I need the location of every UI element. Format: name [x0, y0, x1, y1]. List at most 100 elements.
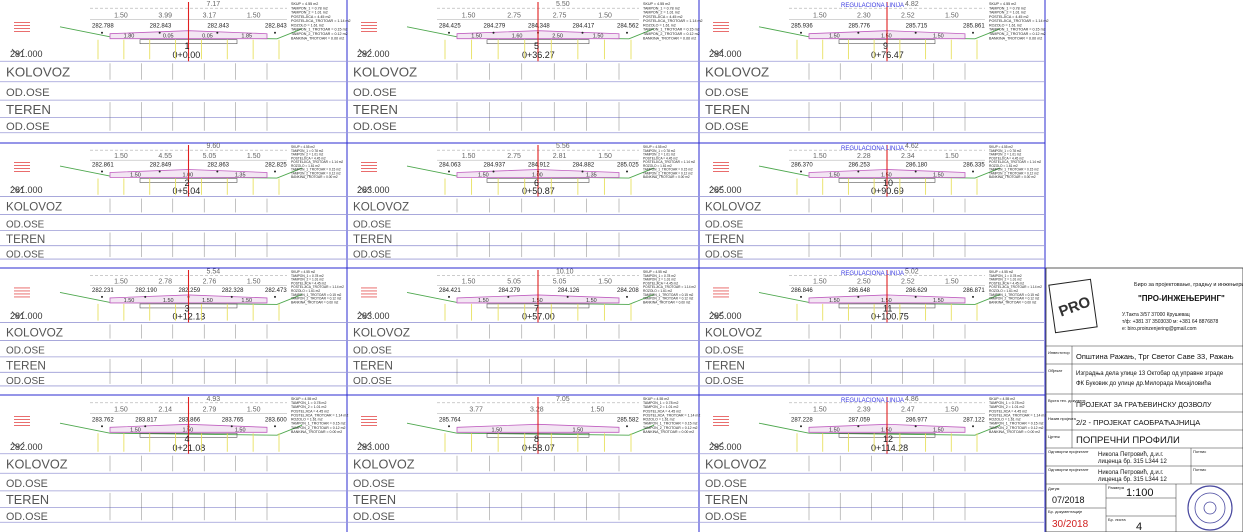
quantity-line: SKUP = 4.55 m2 [643, 397, 669, 401]
elevation-label: 282.863 [207, 162, 229, 168]
firm-phone: т/ф: +381 37 3503030 м: +381 64 8876878 [1122, 319, 1219, 325]
dimension-value: 1.50 [813, 278, 827, 285]
quantity-line: SKUP = 4.55 m2 [291, 145, 315, 149]
quantity-line: BANKINA_TROTOAR = 0.00 m2 [643, 175, 690, 179]
quantity-line: BANKINA_TROTOAR = 0.00 m2 [643, 430, 694, 434]
slope-label: 1.50 [586, 298, 597, 304]
quantity-line: TAMPON_2 = 1.01 m2 [643, 405, 678, 409]
slope-label: 2.50 [552, 34, 563, 40]
band-label: OD.OSE [705, 249, 744, 260]
title-block-field-label: Цртеж [1048, 434, 1060, 439]
quantity-line: TAMPON_1_TROTOAR = 0.15 m2 [291, 168, 341, 172]
elevation-point [972, 295, 974, 298]
quantity-line: ROZOLO = 1.61 m2 [291, 164, 320, 168]
datum-grid-icon [361, 22, 377, 32]
quantity-line: TAMPON_1 = 0.78 m2 [291, 6, 328, 10]
profile-number: 3 [185, 304, 190, 314]
dimension-value: 3.17 [203, 12, 217, 19]
profile-station: 0+50.87 [522, 186, 555, 196]
quantity-line: POSTELJICA_TROTOAR = 1.14 m2 [291, 160, 343, 164]
quantity-line: TAMPON_1 = 0.78 m2 [291, 274, 324, 278]
slope-label: 1.50 [163, 298, 174, 304]
band-label: TEREN [705, 492, 748, 507]
datum-arrow-icon [358, 311, 372, 319]
quantity-line: TAMPON_1_TROTOAR = 0.15 m2 [989, 422, 1044, 426]
title-block-field-value: 2/2 - ПРОЈЕКАТ САОБРАЋАЈНИЦА [1076, 418, 1200, 427]
elevation-point [448, 31, 450, 34]
quantity-line: TAMPON_2 = 1.01 m2 [989, 278, 1022, 282]
title-block-field-label: Инвеститор [1048, 350, 1070, 355]
quantity-line: SKUP = 4.55 m2 [989, 270, 1013, 274]
datum-grid-icon [14, 22, 30, 32]
slope-label: 1.50 [593, 34, 604, 40]
total-width: 5.56 [556, 143, 570, 150]
profile-7: KOLOVOZOD.OSETERENOD.OSE283.00010.101.50… [347, 268, 699, 387]
dimension-value: 2.78 [158, 278, 172, 285]
title-block-field-value: ПРОЈЕКАТ ЗА ГРАЂЕВИНСКУ ДОЗВОЛУ [1076, 402, 1212, 409]
datum-label: 282.000 [10, 442, 43, 452]
band-label: OD.OSE [705, 346, 744, 357]
band-label: OD.OSE [353, 121, 397, 133]
slope-label: 1.60 [512, 34, 523, 40]
total-width: 7.17 [207, 1, 221, 8]
elevation-point [101, 425, 103, 428]
quantity-line: BANKINA_TROTOAR = 0.00 m2 [989, 300, 1037, 304]
elevation-label: 283.762 [92, 417, 114, 423]
quantity-line: TAMPON_2_TROTOAR = 0.12 m2 [989, 297, 1040, 301]
slope-label: 1.50 [829, 298, 840, 304]
band-label: KOLOVOZ [705, 65, 769, 80]
profile-station: 0+5.04 [173, 186, 201, 196]
quantity-line: POSTELJICA = 4.45 m2 [989, 15, 1029, 19]
document-number: 30/2018 [1052, 519, 1089, 530]
author-name: Никола Петровић, д.и.г. [1098, 470, 1164, 476]
slope-label: 1.50 [478, 172, 489, 178]
regulation-line-label: REGULACIONA LINIJA [841, 398, 904, 404]
designer-name: Никола Петровић, д.и.г. [1098, 452, 1164, 458]
slope-label: 1.35 [235, 172, 246, 178]
profile-station: 0+21.08 [173, 443, 206, 453]
elevation-point [566, 295, 569, 298]
slope-label: 1.00 [183, 172, 194, 178]
elevation-label: 282.328 [222, 288, 244, 294]
title-block-field-value: Изградња дела улице 13 Октобар од управн… [1076, 371, 1224, 377]
elevation-point [800, 425, 802, 428]
quantity-line: POSTELJICA = 4.45 m2 [291, 281, 326, 285]
dimension-value: 5.05 [553, 278, 567, 285]
slope-label: 1.50 [124, 298, 135, 304]
quantity-line: ROZOLO = 1.61 m2 [291, 289, 320, 293]
dimension-value: 1.50 [945, 407, 959, 414]
quantity-line: TAMPON_2 = 1.01 m2 [643, 278, 676, 282]
dimension-value: 1.50 [813, 153, 827, 160]
total-width: 7.05 [556, 396, 570, 403]
dimension-value: 1.50 [114, 278, 128, 285]
elevation-point [158, 31, 161, 34]
elevation-point [972, 425, 974, 428]
dimension-value: 1.50 [247, 407, 261, 414]
elevation-label: 285.861 [963, 24, 985, 30]
quantity-line: ROZOLO = 1.61 m2 [989, 164, 1018, 168]
datum-grid-icon [14, 416, 30, 426]
date-label: Датум [1048, 486, 1060, 491]
slope-label: 1.50 [130, 172, 141, 178]
elevation-label: 284.279 [498, 288, 520, 294]
elevation-point [101, 170, 103, 173]
band-label: OD.OSE [6, 376, 45, 387]
band-label: OD.OSE [353, 376, 392, 387]
band-label: OD.OSE [6, 87, 50, 99]
dimension-value: 2.39 [857, 407, 871, 414]
datum-grid-icon [361, 287, 377, 298]
slope-label: 1.50 [183, 427, 194, 433]
elevation-label: 283.600 [265, 417, 287, 423]
elevation-point [626, 31, 628, 34]
band-label: OD.OSE [353, 249, 392, 260]
official-stamp-icon [1187, 485, 1233, 531]
profile-station: 0+0.00 [173, 50, 201, 60]
elevation-point [800, 295, 802, 298]
elevation-label: 287.059 [848, 417, 870, 423]
quantity-line: POSTELJICA_TROTOAR = 1.14 m2 [643, 160, 695, 164]
dimension-value: 1.50 [598, 278, 612, 285]
